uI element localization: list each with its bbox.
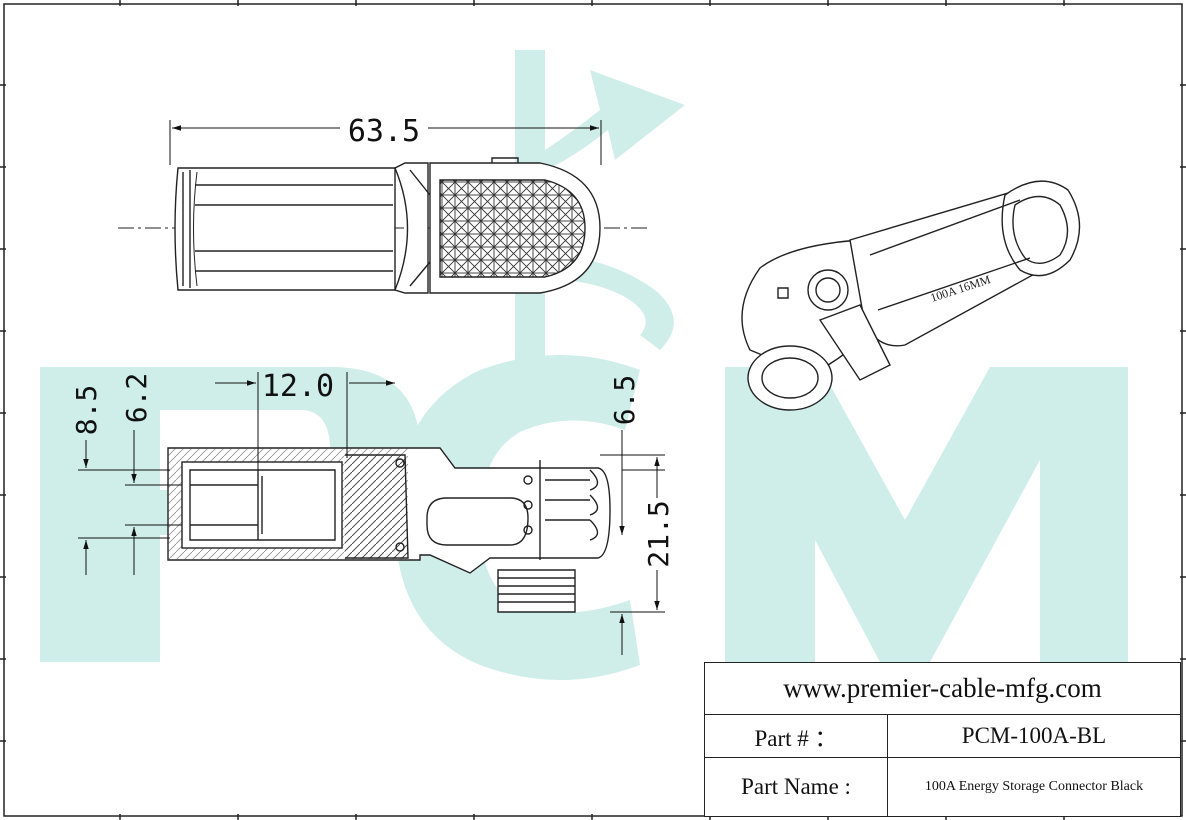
top-view xyxy=(118,157,650,294)
dim-offset-top: 6.5 xyxy=(608,375,641,426)
part-number-value: PCM-100A-BL xyxy=(961,723,1107,748)
watermark-logo xyxy=(40,50,1128,680)
title-block: www.premier-cable-mfg.com Part # ： PCM-1… xyxy=(704,662,1181,817)
dim-inner-diameter: 6.2 xyxy=(120,373,153,424)
part-number-row: Part # ： PCM-100A-BL xyxy=(705,715,1180,758)
part-name-label: Part Name : xyxy=(705,758,888,816)
dim-height: 21.5 xyxy=(642,500,675,567)
part-number-label: Part # ： xyxy=(705,715,888,757)
part-name-value: 100A Energy Storage Connector Black xyxy=(924,779,1144,794)
dim-overall-length: 63.5 xyxy=(348,114,420,149)
side-section-view xyxy=(167,447,611,613)
dim-thread-length: 12.0 xyxy=(262,369,334,404)
part-name-row: Part Name : 100A Energy Storage Connecto… xyxy=(705,758,1180,816)
dim-outer-diameter: 8.5 xyxy=(70,385,103,436)
website-url[interactable]: www.premier-cable-mfg.com xyxy=(705,663,1180,715)
dimension-lines xyxy=(78,120,665,655)
isometric-view xyxy=(741,180,1081,411)
